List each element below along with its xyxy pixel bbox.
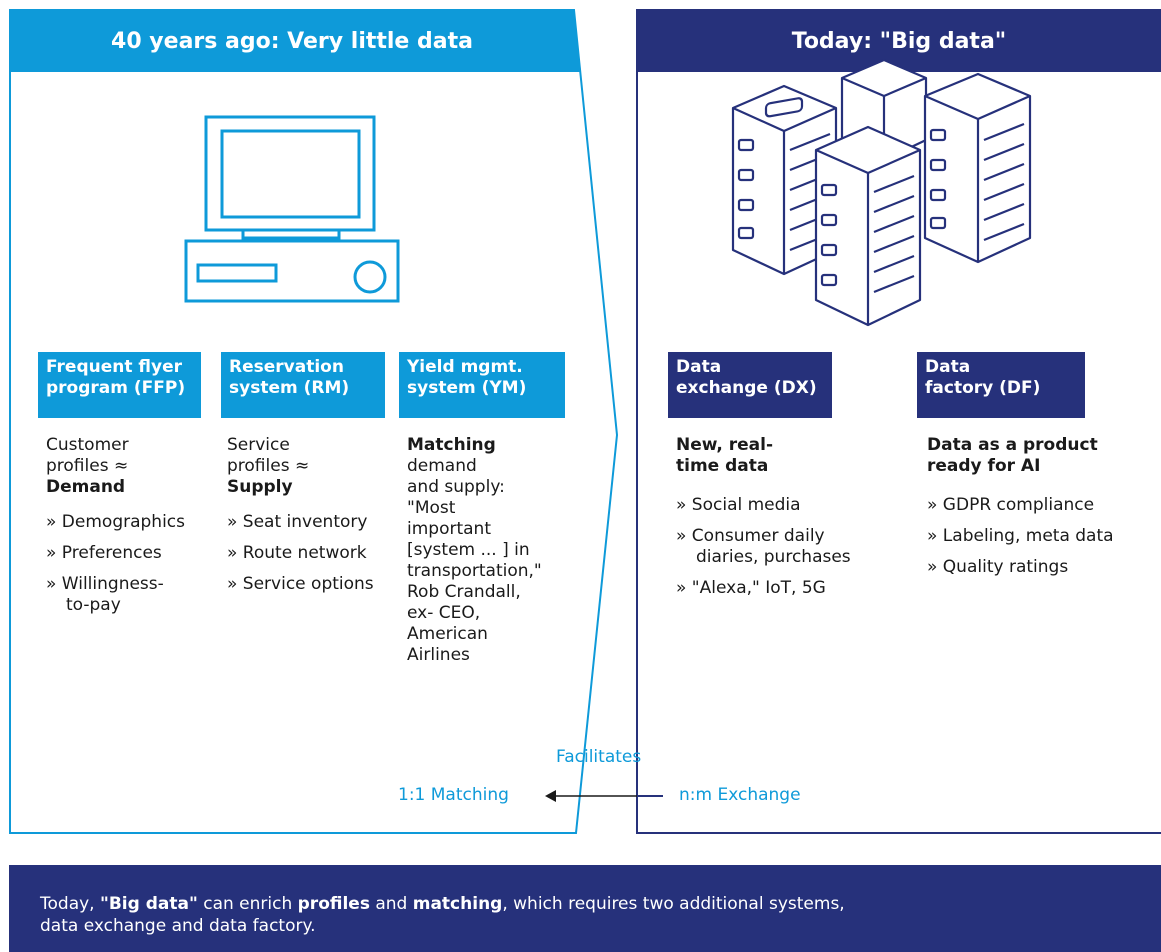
footer-line1: Today, "Big data" can enrich profiles an… (40, 893, 1161, 915)
tag-ym-line2: system (YM) (407, 378, 527, 398)
right-header-title: Today: "Big data" (791, 28, 1007, 54)
df-bullet-2: » Labeling, meta data (927, 526, 1114, 546)
rm-bullet-1: » Seat inventory (227, 512, 368, 532)
footer-text-3: and (369, 894, 413, 914)
tag-df-line1: Data (925, 357, 971, 377)
left-header-bar (10, 10, 581, 72)
ym-line-10: Airlines (407, 645, 470, 665)
tag-ffp: Frequent flyer program (FFP) (38, 352, 201, 418)
computer-icon (184, 115, 400, 303)
tag-df: Data factory (DF) (917, 352, 1085, 418)
df-bullet-1: » GDPR compliance (927, 495, 1095, 515)
rm-desc-line1: Service (227, 435, 290, 455)
tag-ym-line1: Yield mgmt. (407, 357, 523, 377)
df-desc-line2: ready for AI (927, 456, 1041, 476)
dx-column: New, real- time data » Social media » Co… (676, 435, 896, 609)
footer-text-4: , which requires two additional systems, (502, 894, 845, 914)
rm-column: Service profiles ≈ Supply » Seat invento… (227, 435, 392, 605)
server-right-tower (923, 72, 1032, 264)
ym-line-1: demand (407, 456, 477, 476)
facilitates-label: Facilitates (556, 747, 642, 767)
rm-desc-bold: Supply (227, 477, 293, 497)
ym-line-4: important (407, 519, 491, 539)
tag-ym: Yield mgmt. system (YM) (399, 352, 565, 418)
right-header-bar (637, 10, 1161, 72)
tag-df-line2: factory (DF) (925, 378, 1041, 398)
ym-line-8: ex- CEO, (407, 603, 481, 623)
ffp-desc-line2: profiles ≈ (46, 456, 129, 476)
left-header-title: 40 years ago: Very little data (111, 28, 473, 54)
ym-line-5: [system ... ] in (407, 540, 530, 560)
footer-bold-profiles: profiles (297, 894, 370, 914)
tag-dx-line2: exchange (DX) (676, 378, 817, 398)
ffp-desc-bold: Demand (46, 477, 126, 497)
rm-desc-line2: profiles ≈ (227, 456, 310, 476)
ffp-bullet-2: » Preferences (46, 543, 162, 563)
server-left-tower (731, 84, 838, 276)
df-bullet-3: » Quality ratings (927, 557, 1069, 577)
matching-label: 1:1 Matching (398, 785, 509, 805)
ffp-bullet-1: » Demographics (46, 512, 186, 532)
df-description: Data as a product ready for AI (927, 435, 1157, 477)
footer-line2: data exchange and data factory. (40, 916, 316, 936)
tag-ffp-line2: program (FFP) (46, 378, 186, 398)
rm-description: Service profiles ≈ Supply (227, 435, 392, 498)
rm-bullet-3: » Service options (227, 574, 374, 594)
df-column: Data as a product ready for AI » GDPR co… (927, 435, 1157, 588)
ffp-desc-line1: Customer (46, 435, 129, 455)
left-panel-outline (9, 9, 619, 834)
ym-column: Matching demand and supply: "Most import… (407, 435, 575, 666)
df-desc-line1: Data as a product (927, 435, 1098, 455)
dx-desc-line2: time data (676, 456, 769, 476)
flow-arrow (545, 790, 663, 802)
ym-line-3: "Most (407, 498, 456, 518)
server-stack-icon (731, 58, 1032, 327)
dx-description: New, real- time data (676, 435, 896, 477)
ym-line-9: American (407, 624, 488, 644)
dx-bullet-3: » "Alexa," IoT, 5G (676, 578, 826, 598)
footer-bold-matching: matching (412, 894, 503, 914)
ffp-bullet-3: » Willingness- (46, 574, 164, 594)
ym-desc-bold: Matching (407, 435, 496, 455)
dx-bullet-2: » Consumer daily (676, 526, 825, 546)
footer-note: Today, "Big data" can enrich profiles an… (9, 865, 1161, 952)
tag-rm-line1: Reservation (229, 357, 344, 377)
tag-dx: Data exchange (DX) (668, 352, 832, 418)
exchange-label: n:m Exchange (679, 785, 801, 805)
dx-bullet-1: » Social media (676, 495, 801, 515)
ffp-column: Customer profiles ≈ Demand » Demographic… (46, 435, 211, 616)
server-front-tower (814, 125, 922, 327)
dx-desc-line1: New, real- (676, 435, 774, 455)
ffp-bullet-3-cont: to-pay (66, 595, 121, 615)
ym-line-6: transportation," (407, 561, 542, 581)
tag-rm-line2: system (RM) (229, 378, 350, 398)
footer-bold-big-data: "Big data" (99, 894, 198, 914)
rm-bullet-2: » Route network (227, 543, 367, 563)
footer-text-1: Today, (40, 894, 100, 914)
dx-bullet-2-cont: diaries, purchases (696, 547, 851, 567)
ffp-description: Customer profiles ≈ Demand (46, 435, 211, 498)
tag-ffp-line1: Frequent flyer (46, 357, 182, 377)
ym-line-2: and supply: (407, 477, 505, 497)
tag-dx-line1: Data (676, 357, 722, 377)
footer-text-2: can enrich (197, 894, 298, 914)
ym-line-7: Rob Crandall, (407, 582, 521, 602)
tag-rm: Reservation system (RM) (221, 352, 385, 418)
